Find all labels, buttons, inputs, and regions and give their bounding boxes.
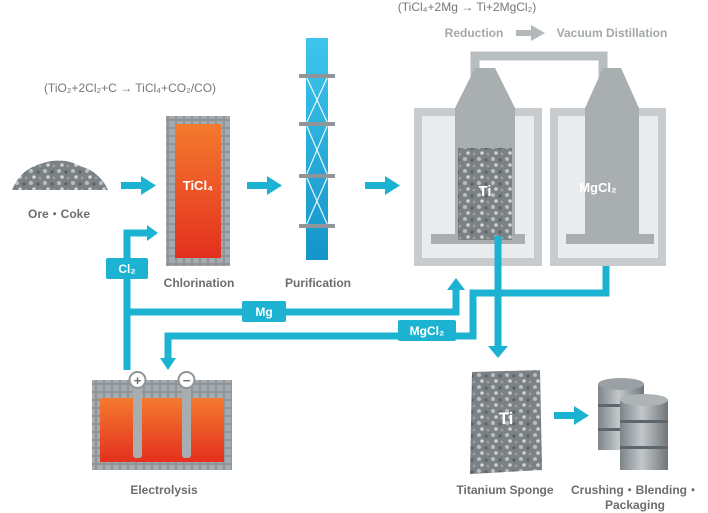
vacuum-distillation-label: Vacuum Distillation xyxy=(557,26,668,40)
crushing-label-line1: Crushing・Blending・ xyxy=(571,483,699,497)
mgcl2-tag: MgCl₂ xyxy=(398,320,456,341)
sponge-ti-text: Ti xyxy=(499,409,514,428)
purification-tower xyxy=(299,38,335,260)
mg-tag: Mg xyxy=(242,301,286,322)
reduction-equation: (TiCl₄+2Mg → Ti+2MgCl₂) xyxy=(398,0,536,14)
drums-icon xyxy=(598,378,668,470)
reduction-vessel: Ti xyxy=(414,51,608,266)
mg-arrowhead-icon xyxy=(447,278,465,290)
crushing-label-line2: Packaging xyxy=(605,498,665,512)
mgcl2-tag-text: MgCl₂ xyxy=(410,324,445,338)
plus-sign: + xyxy=(134,373,142,388)
cl2-arrowhead-icon xyxy=(147,225,158,241)
mgcl2-vessel-text: MgCl₂ xyxy=(579,180,617,195)
minus-sign: − xyxy=(183,373,191,388)
flow-arrow-sponge-to-packaging xyxy=(554,406,589,425)
mg-tag-text: Mg xyxy=(255,305,272,319)
header-arrow-icon xyxy=(516,25,545,41)
reduction-label: Reduction xyxy=(445,26,504,40)
cl2-tag-text: Cl₂ xyxy=(118,262,135,276)
chlorination-furnace: TiCl₄ xyxy=(166,116,230,266)
mgcl2-arrowhead-icon xyxy=(160,358,176,370)
ore-coke-label: Ore・Coke xyxy=(28,207,90,221)
electrolysis-cell: + − xyxy=(92,371,232,470)
flow-arrow-purification-to-reduction xyxy=(365,176,400,195)
ticl4-furnace-text: TiCl₄ xyxy=(183,178,214,193)
cathode-minus-icon xyxy=(177,371,196,389)
flow-arrow-ore-to-chlorination xyxy=(121,176,156,195)
ti-arrowhead-icon xyxy=(488,346,508,358)
ore-pile-icon xyxy=(12,160,108,190)
chlorination-label: Chlorination xyxy=(164,276,235,290)
titanium-sponge-label: Titanium Sponge xyxy=(456,483,553,497)
titanium-sponge: Ti xyxy=(470,370,542,474)
cl2-tag: Cl₂ xyxy=(106,258,148,279)
flow-arrow-chlorination-to-purification xyxy=(247,176,282,195)
recycle-lines xyxy=(123,229,610,370)
distillation-vessel: MgCl₂ xyxy=(550,68,666,266)
purification-label: Purification xyxy=(285,276,351,290)
electrolysis-label: Electrolysis xyxy=(130,483,198,497)
ti-vessel-text: Ti xyxy=(478,183,491,200)
anode-plus-icon xyxy=(128,371,147,389)
chlorination-equation: (TiO₂+2Cl₂+C → TiCl₄+CO₂/CO) xyxy=(44,81,216,95)
